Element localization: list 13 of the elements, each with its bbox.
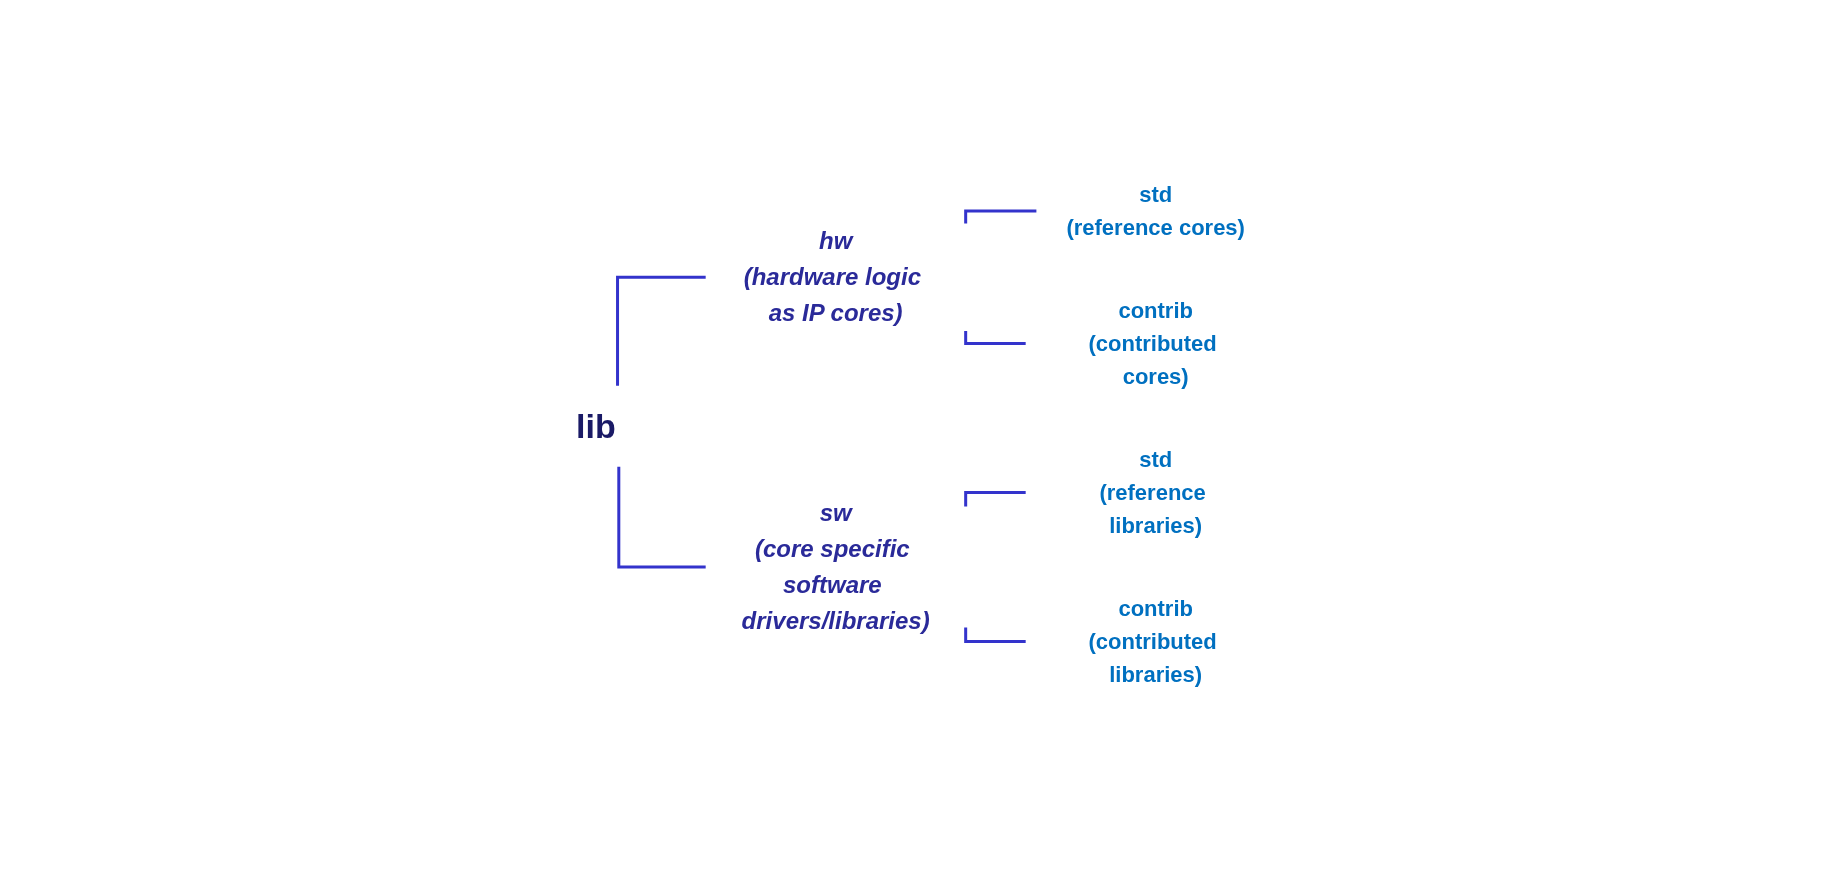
connector xyxy=(963,627,1026,643)
node-text: contrib (contributed libraries) xyxy=(1088,596,1217,687)
connector xyxy=(963,209,1037,224)
connector xyxy=(963,491,1026,507)
connector xyxy=(616,466,706,569)
node-text: lib xyxy=(575,406,616,445)
node-text: hw (hardware logic as IP cores) xyxy=(743,227,921,327)
node-text: std (reference cores) xyxy=(1066,182,1245,240)
connector xyxy=(963,331,1026,345)
node-text: sw (core specific software drivers/libraries) xyxy=(741,499,930,634)
node-text: contrib (contributed cores) xyxy=(1088,298,1217,389)
connector xyxy=(615,275,706,386)
node-text: std (reference libraries) xyxy=(1099,447,1206,538)
